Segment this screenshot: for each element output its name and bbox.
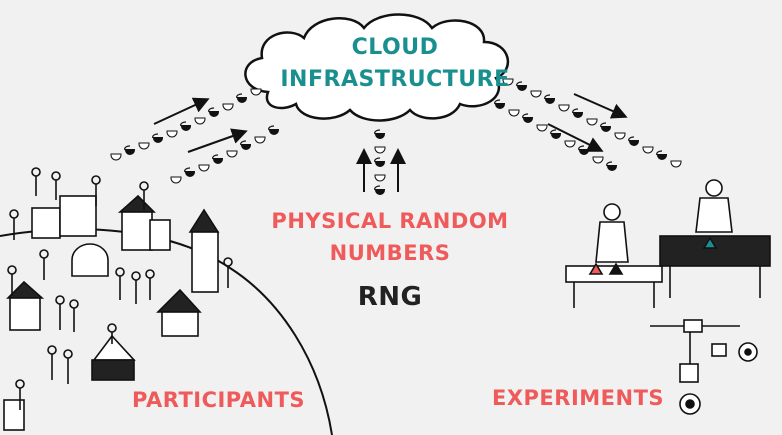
cloud-infrastructure-label: CLOUD INFRASTRUCTURE <box>270 32 520 96</box>
bit-stream-upper-left <box>110 88 262 161</box>
rng-label-line2: NUMBERS <box>329 241 451 265</box>
bit-stream-lower-left <box>170 125 280 184</box>
bit-stream-lower-right <box>494 99 618 172</box>
bit-stream-vertical-rng <box>374 129 386 196</box>
participant-figures <box>7 167 233 410</box>
bit-stream-upper-right <box>502 78 682 168</box>
optics-setup <box>650 319 758 415</box>
arrow-to-cloud-lower <box>187 128 248 153</box>
cloud-label-line2: INFRASTRUCTURE <box>280 67 510 92</box>
arrow-to-cloud-upper <box>153 97 210 125</box>
cloud-shape <box>244 13 510 122</box>
rng-label-line1: PHYSICAL RANDOM <box>271 209 509 233</box>
cloud-label-line1: CLOUD <box>351 35 439 60</box>
rng-label: RNG <box>357 282 423 312</box>
arrow-from-cloud-upper <box>573 93 628 119</box>
participants-label: PARTICIPANTS <box>132 388 306 412</box>
physical-random-numbers-label: PHYSICAL RANDOM NUMBERS <box>255 205 525 269</box>
town-illustration <box>3 194 220 431</box>
lab-bench-left <box>565 203 663 308</box>
experiments-label: EXPERIMENTS <box>492 386 665 410</box>
arrow-from-cloud-lower <box>547 123 604 152</box>
lab-bench-right <box>659 179 771 298</box>
